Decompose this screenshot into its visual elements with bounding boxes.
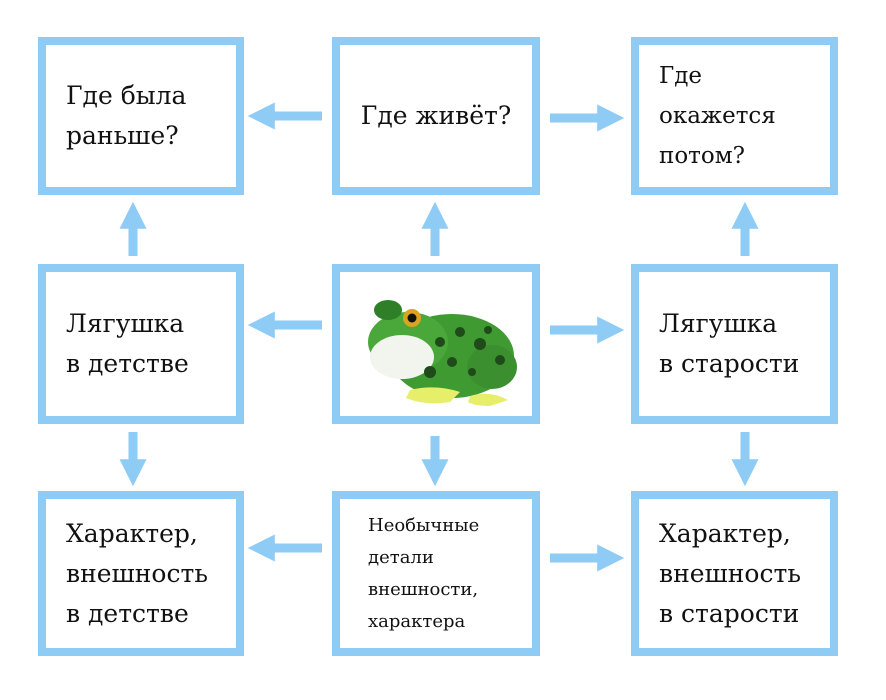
box-old-age: Лягушка в старости	[631, 264, 838, 424]
box-where-lives-text: Где живёт?	[360, 101, 512, 130]
box-where-later: Где окажется потом?	[631, 37, 838, 195]
box-character-childhood-text: Характер, внешность в детстве	[66, 518, 208, 628]
box-character-old-age-text: Характер, внешность в старости	[659, 518, 801, 628]
box-childhood: Лягушка в детстве	[38, 264, 244, 424]
box-where-lives: Где живёт?	[332, 37, 540, 195]
box-unusual-details: Необычные детали внешности, характера	[332, 491, 540, 656]
box-childhood-text: Лягушка в детстве	[66, 309, 189, 378]
box-old-age-text: Лягушка в старости	[659, 309, 800, 378]
box-where-before: Где была раньше?	[38, 37, 244, 195]
box-character-old-age: Характер, внешность в старости	[631, 491, 838, 656]
box-where-later-text: Где окажется потом?	[659, 63, 776, 169]
box-where-before-text: Где была раньше?	[66, 81, 187, 150]
box-unusual-details-text: Необычные детали внешности, характера	[368, 514, 480, 632]
box-frog	[332, 264, 540, 424]
frog-image	[368, 300, 517, 406]
box-character-childhood: Характер, внешность в детстве	[38, 491, 244, 656]
